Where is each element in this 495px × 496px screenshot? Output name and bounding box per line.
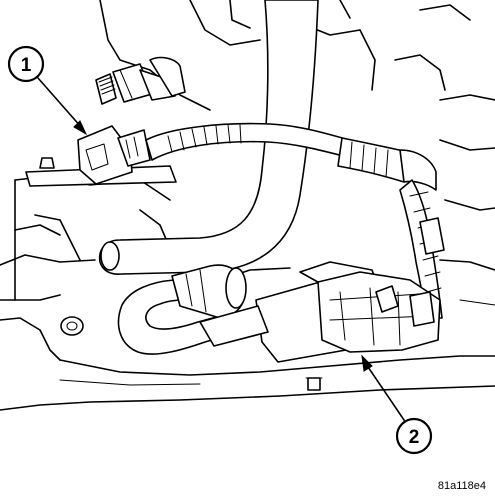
- figure-code: 81a118e4: [438, 480, 486, 492]
- knock-sensor: [25, 125, 177, 187]
- numbered-circle-icon: [395, 417, 433, 455]
- stud-bolt: [305, 377, 323, 391]
- numbered-circle-icon: [7, 45, 45, 83]
- vacuum-hose-loop: [117, 264, 269, 355]
- coolant-hose: [98, 0, 319, 275]
- callout-1: 1: [7, 45, 88, 136]
- sensor-connector: [255, 261, 441, 363]
- arrow-icon: [37, 77, 83, 129]
- pressure-switch: [95, 56, 186, 105]
- wiring-harness: [145, 122, 445, 319]
- mounting-boss: [60, 316, 84, 336]
- callout-1-label: 1: [21, 55, 32, 76]
- callout-2-label: 2: [409, 427, 420, 448]
- callout-2: 2: [361, 354, 433, 455]
- arrow-icon: [365, 363, 405, 421]
